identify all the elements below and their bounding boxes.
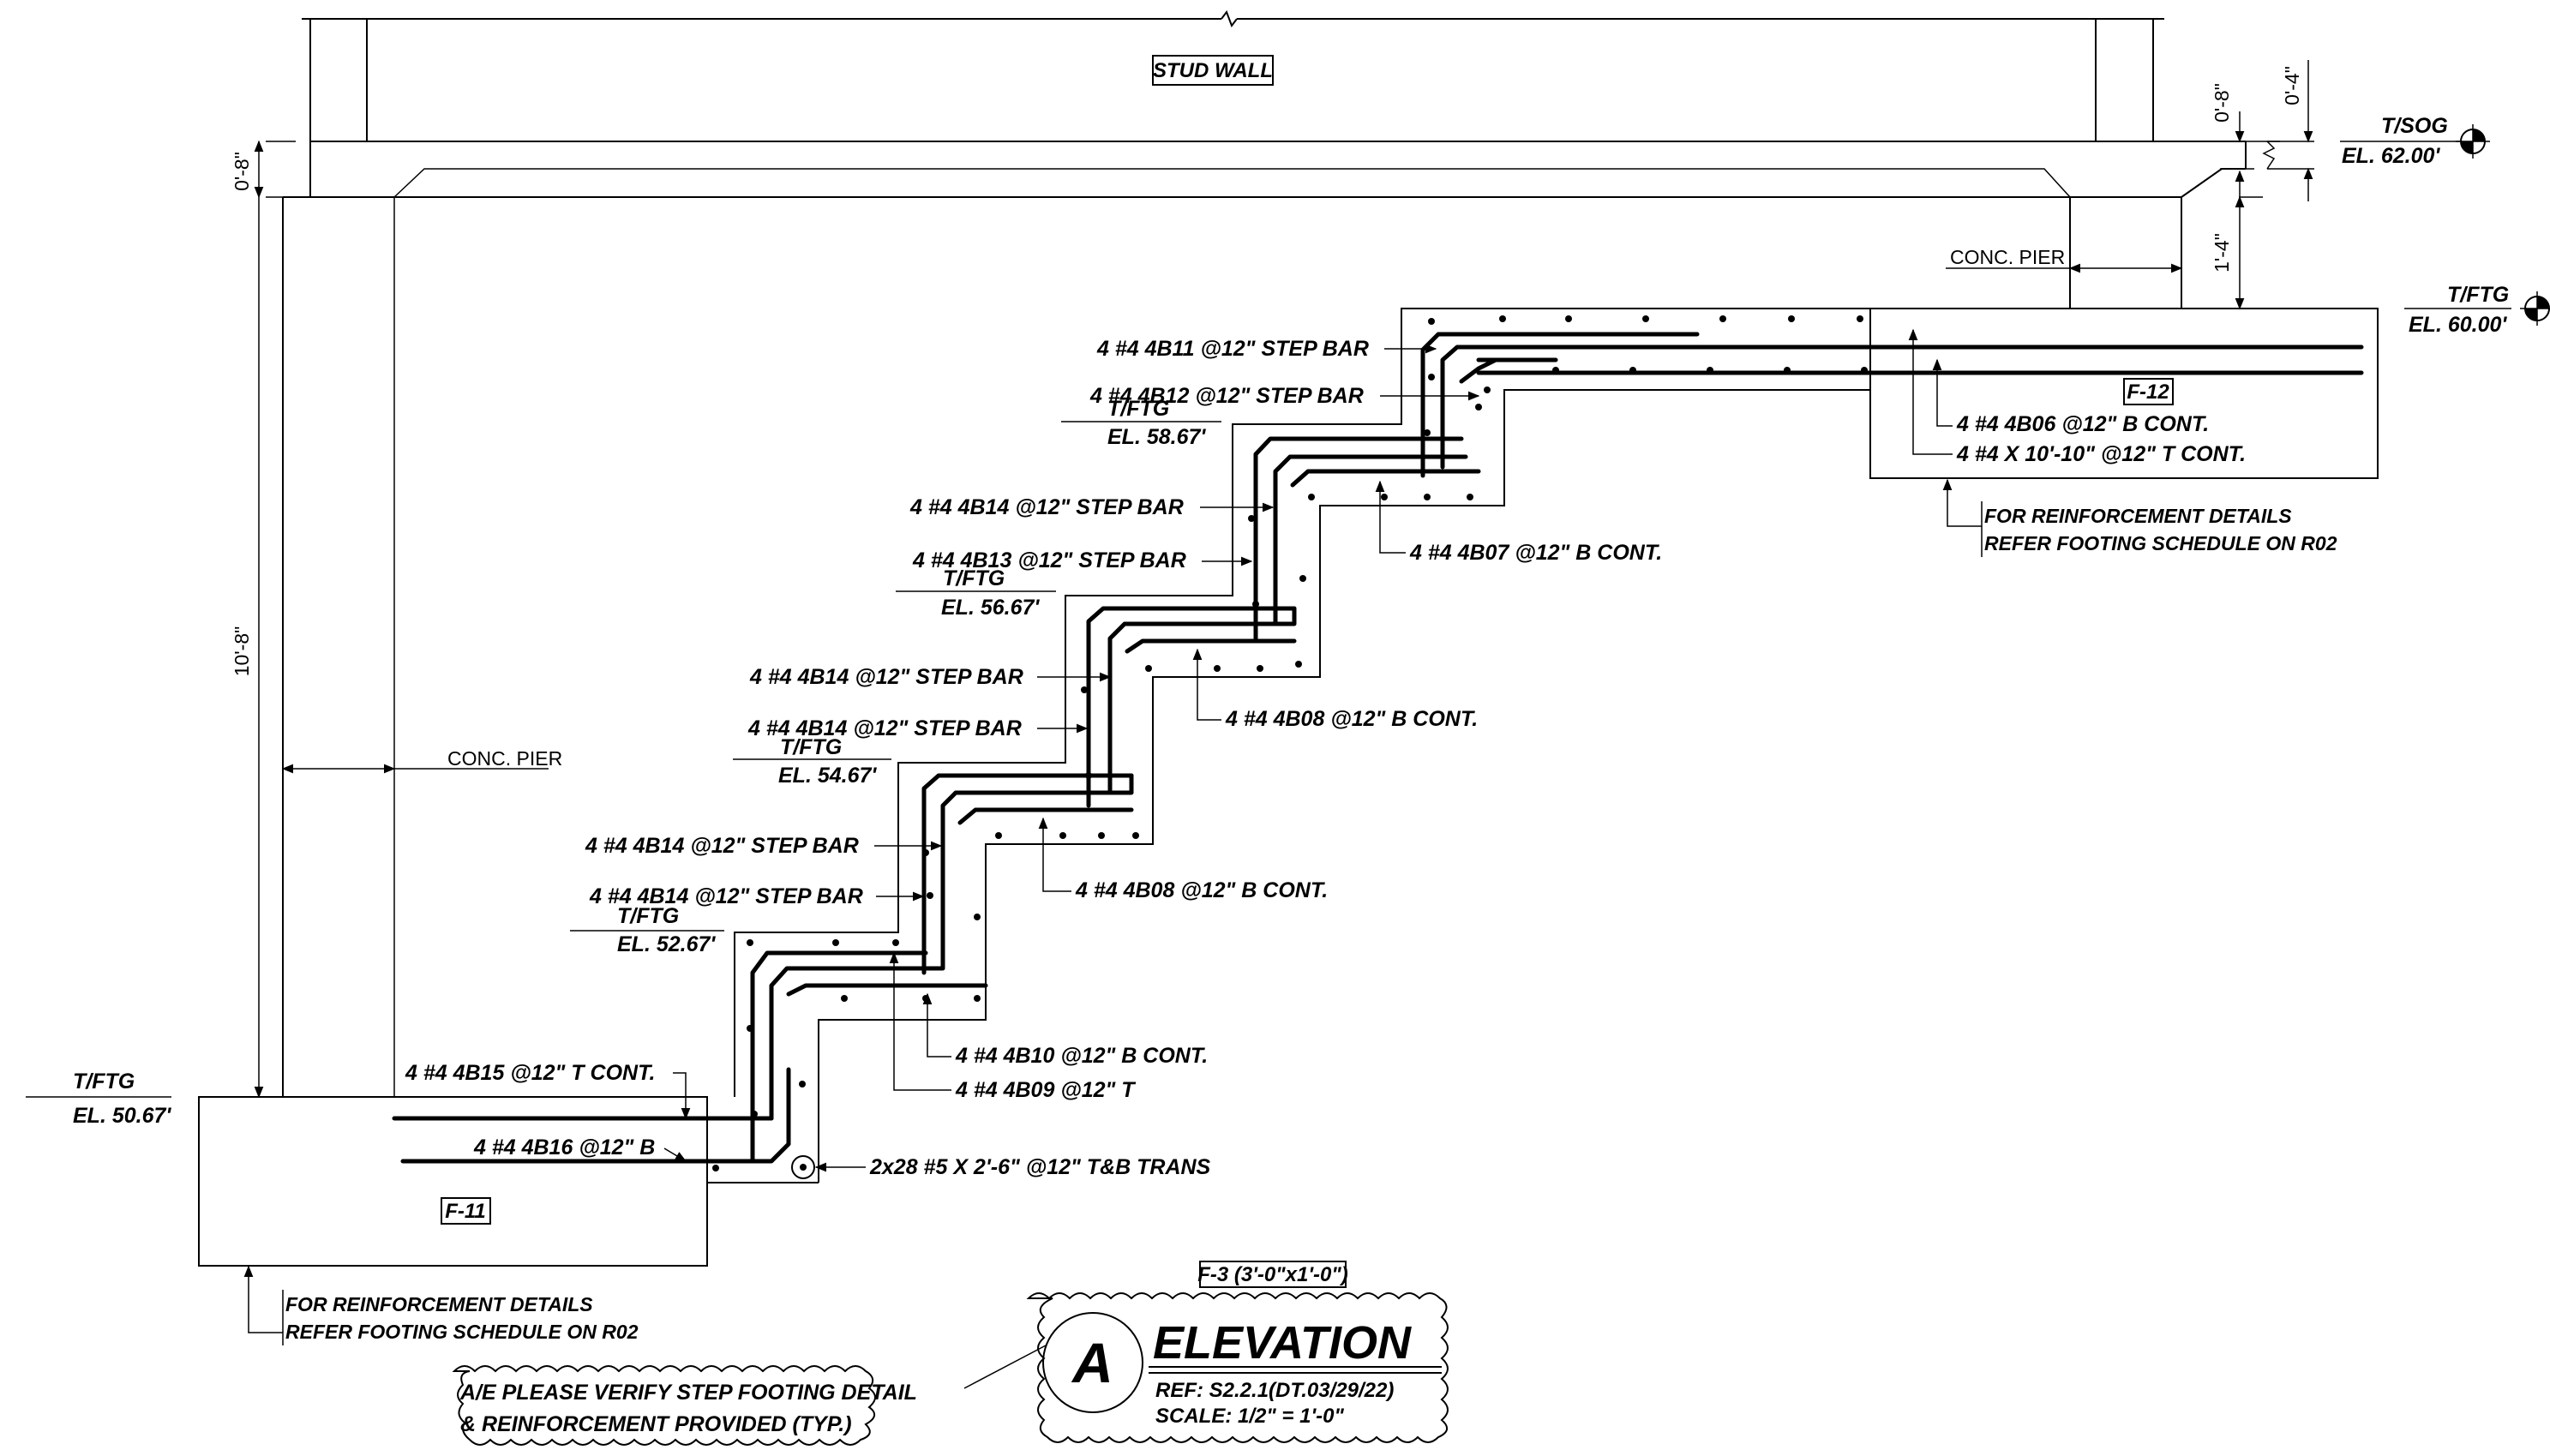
datum-target-icon [2520,291,2550,326]
title-block: A ELEVATION REF: S2.2.1(DT.03/29/22) SCA… [1026,1292,1449,1443]
dim-step: 0'-4" [2281,66,2303,105]
callout-4b14-b: 4 #4 4B14 @12" STEP BAR [749,665,1023,689]
conc-pier-left-label: CONC. PIER [447,747,562,770]
elev-value-5867: EL. 58.67' [1107,425,1206,449]
footing-tag-f3: F-3 (3'-0"x1'-0") [1197,1263,1348,1286]
callout-4b09: 4 #4 4B09 @12" T [955,1078,1137,1102]
dim-pier-depth: 1'-4" [2211,233,2233,273]
elev-value-6000: EL. 60.00' [2409,313,2507,337]
elevation-markers: T/FTG EL. 50.67' T/FTG EL. 52.67' T/FTG … [26,114,2550,1128]
callout-4b12: 4 #4 4B12 @12" STEP BAR [1089,384,1364,408]
stud-wall-tag [1152,55,1274,86]
ae-note-2: & REINFORCEMENT PROVIDED (TYP.) [460,1412,852,1436]
stud-wall: STUD WALL [302,9,2164,141]
dimensions: 0'-8" 10'-8" 0'-8" 0'-4" 1'-4" CONC. PIE… [231,60,2314,1099]
dim-top-left: 0'-8" [231,152,253,191]
rebar [392,332,2364,1164]
callout-4b14-a: 4 #4 4B14 @12" STEP BAR [909,495,1184,519]
reinf-note-right-1: FOR REINFORCEMENT DETAILS [1984,505,2292,527]
elev-tag-6000: T/FTG [2447,283,2509,307]
callout-4b15: 4 #4 4B15 @12" T CONT. [405,1061,655,1085]
step-footing-outline [198,308,2379,1267]
reinforcement-note-left: FOR REINFORCEMENT DETAILS REFER FOOTING … [243,1265,639,1345]
rebar-callouts: 4 #4 4B11 @12" STEP BAR 4 #4 4B12 @12" S… [405,328,2246,1179]
dim-height: 10'-8" [231,626,253,677]
callout-4b16: 4 #4 4B16 @12" B [473,1135,655,1159]
slab-on-grade [282,141,2247,1097]
callout-4b14-c: 4 #4 4B14 @12" STEP BAR [747,716,1022,740]
callout-4b07: 4 #4 4B07 @12" B CONT. [1409,541,1662,565]
view-title: ELEVATION [1153,1317,1412,1369]
callout-4b06: 4 #4 4B06 @12" B CONT. [1956,412,2209,436]
callout-4b08-a: 4 #4 4B08 @12" B CONT. [1225,707,1478,731]
footing-tag-f12: F-12 [2127,380,2169,404]
elev-tag-5667: T/FTG [943,566,1005,590]
reinf-note-right-2: REFER FOOTING SCHEDULE ON R02 [1984,532,2337,554]
footing-tag-f11: F-11 [445,1200,486,1223]
callout-4b14-d: 4 #4 4B14 @12" STEP BAR [585,834,859,858]
view-scale: SCALE: 1/2" = 1'-0" [1155,1405,1344,1428]
ae-note-1: A/E PLEASE VERIFY STEP FOOTING DETAIL [459,1381,917,1405]
stud-wall-label: STUD WALL [1153,59,1273,82]
section-bubble [1042,1312,1143,1413]
reinf-note-left-2: REFER FOOTING SCHEDULE ON R02 [285,1321,639,1343]
dim-slab-depth: 0'-8" [2211,83,2233,123]
elev-tag-6200: T/SOG [2381,114,2448,138]
reinf-note-left-1: FOR REINFORCEMENT DETAILS [285,1293,593,1315]
elev-value-5467: EL. 54.67' [778,764,877,788]
elev-tag-5867: T/FTG [1107,397,1169,421]
callout-4b11: 4 #4 4B11 @12" STEP BAR [1096,337,1369,361]
ae-verify-cloud: A/E PLEASE VERIFY STEP FOOTING DETAIL & … [452,1345,1047,1446]
callout-4b08-b: 4 #4 4B08 @12" B CONT. [1075,878,1328,902]
rebar-dots [712,315,1868,1179]
callout-4b10: 4 #4 4B10 @12" B CONT. [955,1044,1208,1068]
callout-4b14-e: 4 #4 4B14 @12" STEP BAR [589,884,863,908]
section-letter: A [1071,1331,1113,1394]
callout-4b13: 4 #4 4B13 @12" STEP BAR [912,548,1186,572]
footing-tags: F-11 F-12 F-3 (3'-0"x1'-0") [441,378,2174,1288]
elev-tag-5267: T/FTG [617,904,679,928]
elev-value-6200: EL. 62.00' [2342,144,2440,168]
reinforcement-note-right: FOR REINFORCEMENT DETAILS REFER FOOTING … [1942,478,2337,557]
conc-pier-right-label: CONC. PIER [1950,246,2065,268]
view-ref: REF: S2.2.1(DT.03/29/22) [1155,1379,1394,1402]
callout-trans: 2x28 #5 X 2'-6" @12" T&B TRANS [869,1155,1211,1179]
datum-target-icon [2456,124,2490,159]
elev-tag-5467: T/FTG [780,735,842,759]
elev-value-5067: EL. 50.67' [73,1104,171,1128]
elev-tag-5067: T/FTG [73,1070,135,1093]
callout-4x10: 4 #4 X 10'-10" @12" T CONT. [1956,442,2246,466]
elev-value-5667: EL. 56.67' [941,596,1040,620]
elev-value-5267: EL. 52.67' [617,932,716,956]
